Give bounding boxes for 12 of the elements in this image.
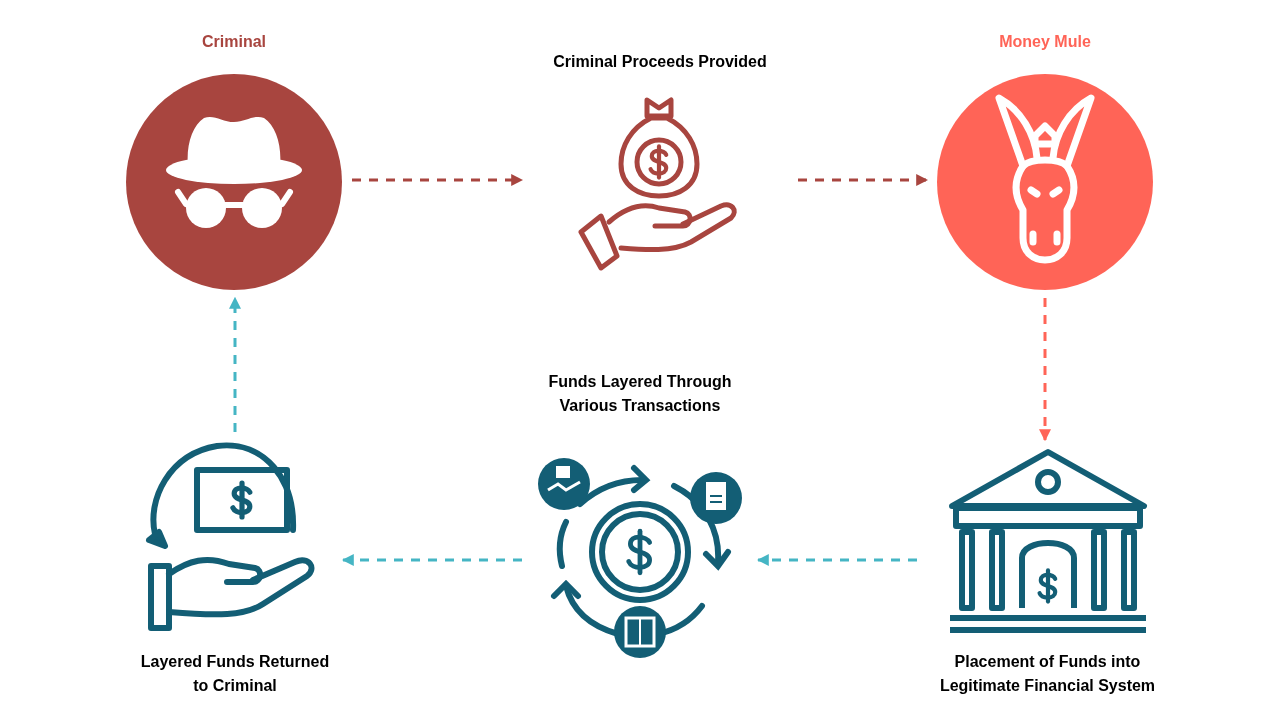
dashed-arrow [756, 554, 917, 566]
node-label: Layered Funds Returned to Criminal [139, 652, 331, 696]
dashed-arrow [798, 174, 929, 186]
dashed-arrow [229, 296, 241, 432]
node-label: Funds Layered Through Various Transactions [547, 372, 733, 416]
node-label: Criminal Proceeds Provided [553, 52, 767, 72]
dashed-arrow [341, 554, 522, 566]
dashed-arrow [352, 174, 524, 186]
node-label: Money Mule [999, 32, 1091, 52]
dashed-arrow [1039, 298, 1051, 442]
node-label: Criminal [202, 32, 266, 52]
node-label: Placement of Funds into Legitimate Financial System [938, 652, 1157, 696]
